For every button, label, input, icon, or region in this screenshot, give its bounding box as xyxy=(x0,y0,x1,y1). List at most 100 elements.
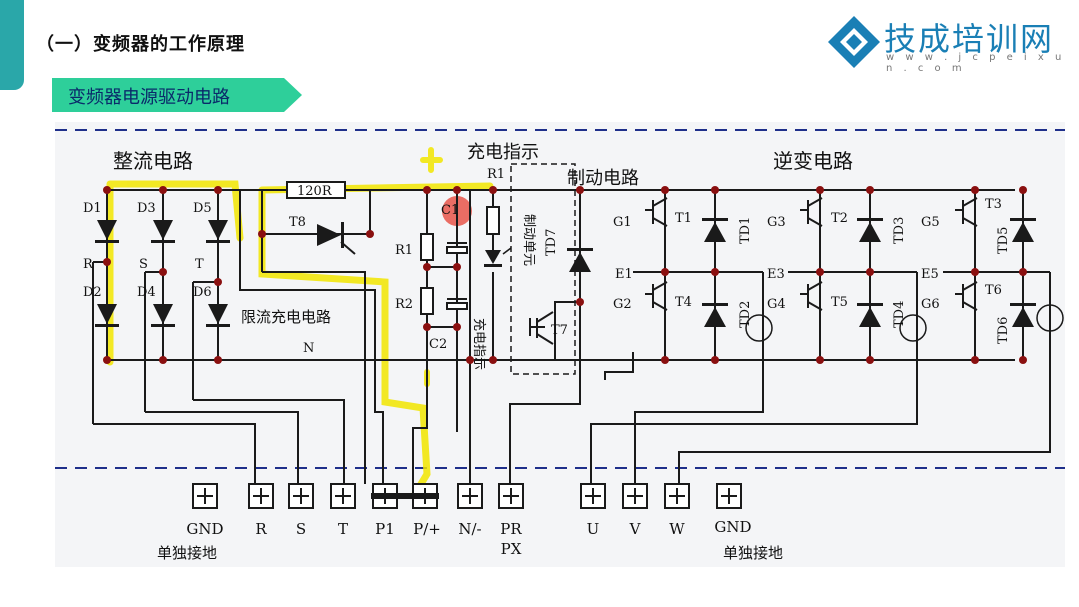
inverter-title: 逆变电路 xyxy=(773,149,853,173)
svg-text:R: R xyxy=(83,257,94,272)
charge-indicator-vertical-label: 充电指示 xyxy=(471,318,487,370)
svg-text:TD1: TD1 xyxy=(738,217,753,244)
rectifier-title: 整流电路 xyxy=(113,149,193,173)
capacitor-c2-icon xyxy=(446,298,468,310)
svg-text:T3: T3 xyxy=(985,197,1002,212)
svg-text:D5: D5 xyxy=(193,201,212,216)
terminal-label-gnd-right: GND xyxy=(714,518,751,536)
inverter-diodes xyxy=(702,218,1036,327)
terminal-v xyxy=(622,483,648,509)
terminal-s xyxy=(288,483,314,509)
svg-text:G2: G2 xyxy=(613,297,632,312)
terminal-label-p-plus: P/+ xyxy=(413,520,441,538)
terminal-label-n-minus: N/- xyxy=(458,520,481,538)
terminal-gnd-right xyxy=(716,483,742,509)
capacitor-c1-icon xyxy=(446,242,468,254)
svg-text:E3: E3 xyxy=(767,267,785,282)
rectifier-diodes xyxy=(95,220,230,327)
svg-text:TD3: TD3 xyxy=(892,217,907,244)
brake-diode-td7-icon xyxy=(567,248,593,272)
igbt-transistor-icons xyxy=(645,197,978,311)
current-sensor-icons xyxy=(745,304,1064,342)
brand-logo: 技成培训网 w w w . j c p e i x u n . c o m xyxy=(826,12,1076,74)
svg-text:T1: T1 xyxy=(675,211,692,226)
ground-label-right: 单独接地 xyxy=(723,544,783,562)
diamond-logo-icon xyxy=(828,16,880,68)
svg-text:D4: D4 xyxy=(137,285,156,300)
svg-text:G5: G5 xyxy=(921,215,940,230)
terminal-label-gnd-left: GND xyxy=(186,520,223,538)
svg-text:R1: R1 xyxy=(487,167,505,182)
component-labels: D1 D2 D3 D4 D5 D6 R S T T8 R1 R1 R2 C1 C… xyxy=(83,167,1011,352)
svg-text:G3: G3 xyxy=(767,215,786,230)
brake-title: 制动电路 xyxy=(567,168,639,189)
svg-text:T: T xyxy=(195,257,204,272)
terminal-label-p1: P1 xyxy=(375,520,395,538)
svg-text:TD4: TD4 xyxy=(892,301,907,328)
svg-text:TD6: TD6 xyxy=(996,317,1011,344)
banner-arrow-shape xyxy=(52,78,302,112)
terminal-label-v: V xyxy=(629,520,642,538)
svg-text:C2: C2 xyxy=(429,337,447,352)
terminal-u xyxy=(580,483,606,509)
svg-text:T8: T8 xyxy=(289,215,306,230)
brake-wiring xyxy=(475,189,1015,484)
brake-transistor-t7-icon xyxy=(536,311,554,345)
inrush-limit-wiring xyxy=(261,190,494,484)
logo-url: w w w . j c p e i x u n . c o m xyxy=(886,52,1066,74)
svg-text:S: S xyxy=(139,257,148,272)
svg-text:D6: D6 xyxy=(193,285,212,300)
resistor-120r-label: 120R xyxy=(297,184,333,199)
terminal-t xyxy=(330,483,356,509)
rectifier-wiring xyxy=(92,189,495,484)
brake-unit-label: 制动单元 xyxy=(521,214,536,266)
terminal-label-u: U xyxy=(587,520,600,538)
terminal-label-r: R xyxy=(255,520,267,538)
charge-indicator-title: 充电指示 xyxy=(467,142,539,163)
diagram-titles: 整流电路 充电指示 制动电路 逆变电路 限流充电电路 制动单元 充电指示 N 1… xyxy=(113,142,853,370)
circuit-nodes xyxy=(103,186,1027,364)
page-title: （一）变频器的工作原理 xyxy=(36,34,245,55)
svg-text:T6: T6 xyxy=(985,283,1002,298)
svg-text:TD7: TD7 xyxy=(544,229,559,256)
svg-text:G1: G1 xyxy=(613,215,632,230)
section-label: 变频器电源驱动电路 xyxy=(68,87,230,108)
terminal-gnd-left xyxy=(192,483,218,509)
svg-text:TD5: TD5 xyxy=(996,227,1011,254)
svg-text:G6: G6 xyxy=(921,297,940,312)
terminal-label-w: W xyxy=(669,520,685,538)
resistor-r1-indicator xyxy=(486,206,500,235)
resistor-r1 xyxy=(420,233,434,261)
resistor-r2 xyxy=(420,287,434,315)
terminal-label-pr: PR xyxy=(500,520,522,538)
left-accent-bar xyxy=(0,0,24,90)
svg-text:D2: D2 xyxy=(83,285,102,300)
ground-label-left: 单独接地 xyxy=(157,544,217,562)
svg-text:T5: T5 xyxy=(831,295,848,310)
logo-text: 技成培训网 xyxy=(884,20,1055,58)
terminal-label-s: S xyxy=(296,520,306,538)
charge-led-icon xyxy=(484,247,512,267)
thyristor-t8-icon xyxy=(317,222,356,255)
terminal-r xyxy=(248,483,274,509)
svg-text:E5: E5 xyxy=(921,267,939,282)
svg-text:T7: T7 xyxy=(551,323,568,338)
terminal-labels: GND R S T P1 P/+ N/- PR U V W GND PX 单独接… xyxy=(157,518,783,562)
power-drive-circuit-diagram: 整流电路 充电指示 制动电路 逆变电路 限流充电电路 制动单元 充电指示 N 1… xyxy=(55,122,1065,567)
inrush-limit-label: 限流充电电路 xyxy=(241,308,331,326)
p1-p-jumper-bar xyxy=(371,493,439,499)
terminal-n-minus xyxy=(457,483,483,509)
svg-text:D1: D1 xyxy=(83,201,102,216)
section-banner: 变频器电源驱动电路 xyxy=(52,78,302,112)
terminal-pr xyxy=(498,483,524,509)
svg-text:C1: C1 xyxy=(441,203,459,218)
svg-text:T4: T4 xyxy=(675,295,692,310)
svg-text:R1: R1 xyxy=(395,243,413,258)
n-bus-label: N xyxy=(303,341,314,356)
svg-text:R2: R2 xyxy=(395,297,413,312)
svg-text:TD2: TD2 xyxy=(738,301,753,328)
brake-unit-box xyxy=(510,163,576,375)
svg-text:T2: T2 xyxy=(831,211,848,226)
resistor-120r xyxy=(286,181,346,199)
svg-text:D3: D3 xyxy=(137,201,156,216)
